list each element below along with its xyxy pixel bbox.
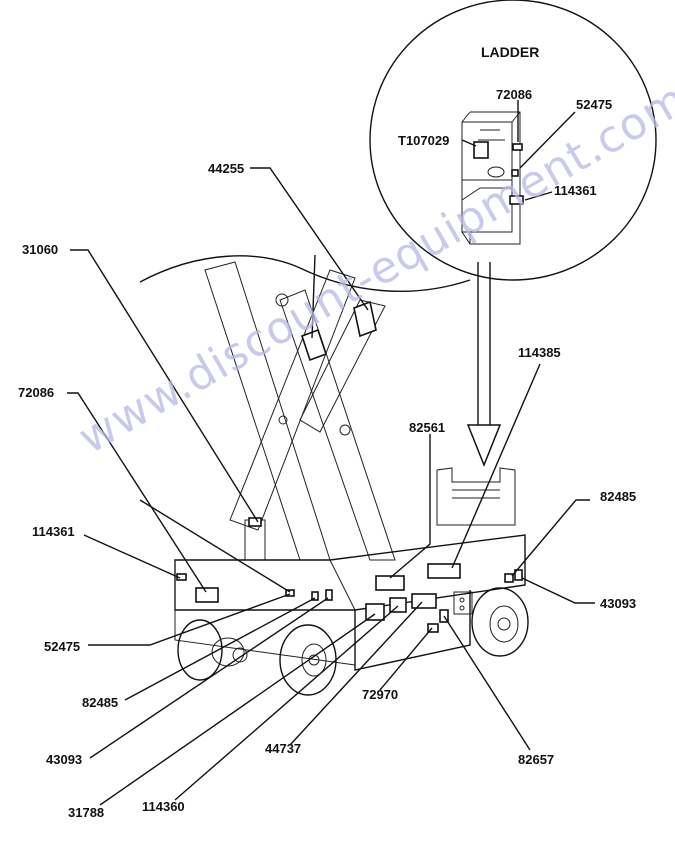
- leader-82657: [443, 615, 531, 751]
- leader-82561: [389, 434, 431, 579]
- leader-52475-left: [88, 593, 291, 646]
- decal-43093-left: [325, 589, 333, 601]
- leader-31788: [99, 613, 376, 806]
- decal-82561: [375, 575, 405, 591]
- label-44737: 44737: [265, 741, 302, 756]
- leader-44255-b: [311, 254, 316, 339]
- decal-43093-right: [514, 569, 523, 581]
- wheel-rear-left: [177, 619, 248, 681]
- leader-114361-left: [83, 534, 181, 579]
- decal-82485-right: [504, 573, 514, 583]
- label-43093-right: 43093: [600, 596, 637, 611]
- decal-72086-ladder: [512, 143, 523, 151]
- decal-31060: [248, 517, 262, 527]
- leader-lines: [67, 167, 595, 806]
- decal-114361-ladder: [509, 195, 524, 205]
- decal-82485-left: [311, 591, 319, 601]
- label-114385: 114385: [518, 345, 561, 360]
- label-43093-left: 43093: [46, 752, 83, 767]
- label-52475-ladder: 52475: [576, 97, 613, 112]
- leader-44255-a: [250, 167, 369, 311]
- label-114361-ladder: 114361: [554, 183, 597, 198]
- leader-114360: [174, 605, 399, 801]
- label-52475-left: 52475: [44, 639, 81, 654]
- ladder-location-arrow: [466, 262, 502, 468]
- label-31060: 31060: [22, 242, 59, 257]
- leader-52475-cross: [139, 499, 291, 593]
- label-72970: 72970: [362, 687, 399, 702]
- decal-31788: [365, 603, 385, 621]
- label-72086-ladder: 72086: [496, 87, 533, 102]
- label-114360: 114360: [142, 799, 185, 814]
- scissor-lift-machine: [139, 255, 529, 696]
- label-114361-left: 114361: [32, 524, 75, 539]
- leader-72086-left: [67, 392, 207, 593]
- ladder-detail-callout: [369, 0, 657, 281]
- label-44255: 44255: [208, 161, 245, 176]
- decal-t107029-ladder: [473, 141, 489, 159]
- leader-114385: [451, 363, 541, 569]
- wheel-right: [471, 587, 529, 657]
- leader-31060: [70, 249, 259, 523]
- decal-72970: [427, 623, 439, 633]
- label-31788: 31788: [68, 805, 105, 820]
- leader-82485-left: [124, 597, 316, 701]
- decal-114385: [427, 563, 461, 579]
- leader-43093-right: [521, 577, 595, 604]
- leader-43093-left: [89, 597, 329, 759]
- label-82485-left: 82485: [82, 695, 119, 710]
- decal-72086-left: [195, 587, 219, 603]
- decal-52475-left: [285, 589, 295, 597]
- decal-114360: [389, 597, 407, 613]
- ladder-title: LADDER: [481, 44, 540, 60]
- decal-44737: [411, 593, 437, 609]
- label-t107029: T107029: [398, 133, 450, 148]
- leader-44737: [289, 601, 423, 746]
- label-82485-right: 82485: [600, 489, 637, 504]
- leader-82485-right: [511, 499, 590, 577]
- leader-72970: [379, 627, 433, 691]
- label-82657: 82657: [518, 752, 555, 767]
- label-72086-left: 72086: [18, 385, 55, 400]
- decal-52475-ladder: [511, 169, 519, 177]
- label-82561: 82561: [409, 420, 446, 435]
